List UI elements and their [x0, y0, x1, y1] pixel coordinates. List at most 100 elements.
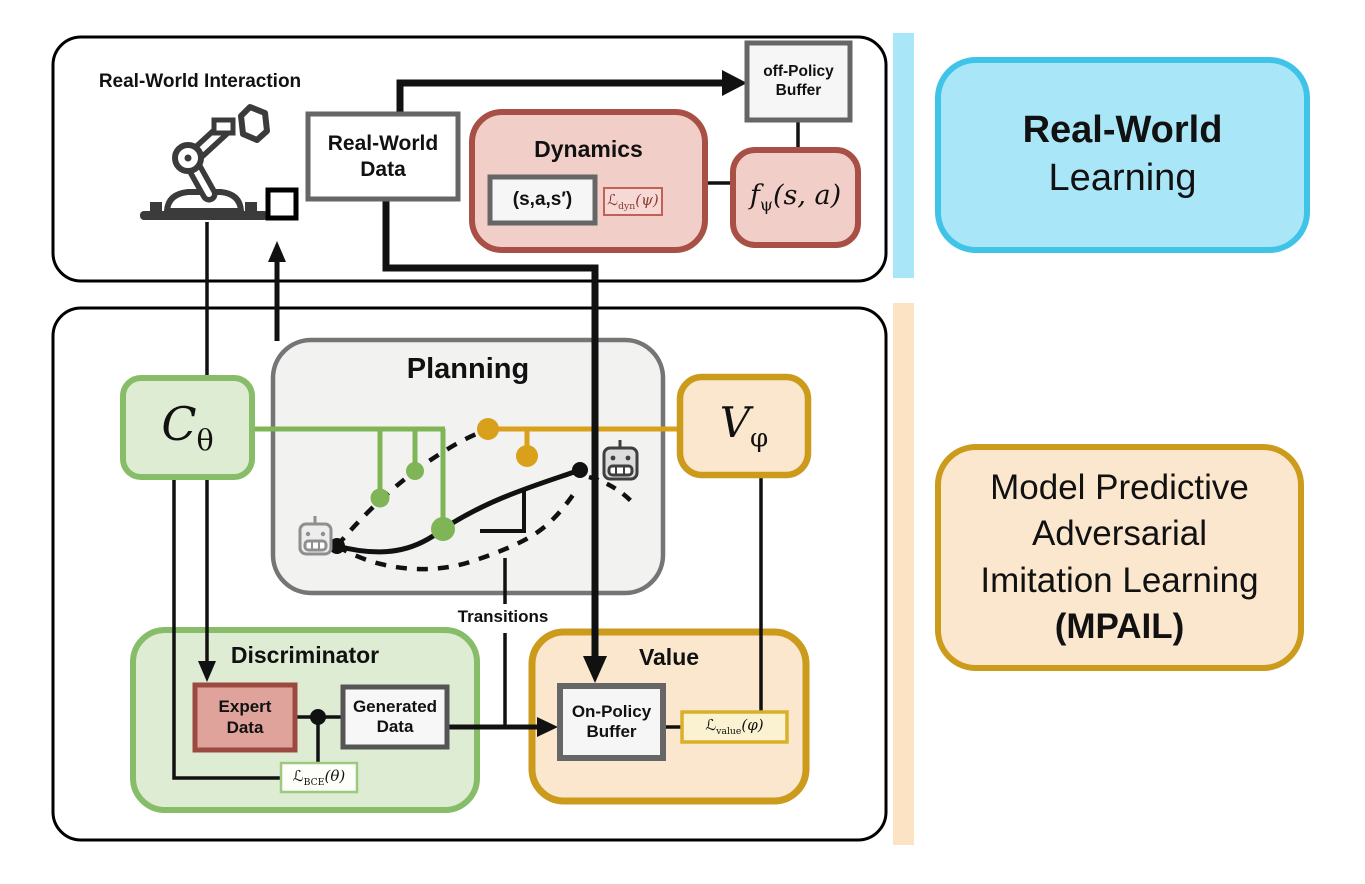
- real-world-learning-label: Real-World Learning: [938, 60, 1307, 250]
- cube-icon: [265, 187, 299, 221]
- off-policy-buffer-box: [744, 40, 853, 123]
- real-world-strip: [893, 33, 914, 278]
- mpail-line4: (MPAIL): [1054, 606, 1185, 646]
- mpail-line3: Imitation Learning: [980, 560, 1259, 600]
- bce-loss-math: ℒBCE(θ): [293, 767, 345, 788]
- value-line: [488, 426, 683, 448]
- cost-model-math: Cθ: [161, 397, 213, 458]
- transition-tuple-label: (s,a,s′): [512, 188, 573, 210]
- math-sub: BCE: [303, 776, 325, 788]
- mpail-label-box: [935, 444, 1304, 671]
- bce-loss-box: [279, 761, 359, 794]
- bce-loss-label: ℒBCE(θ): [281, 763, 357, 792]
- math-base: ℒ: [292, 766, 304, 785]
- value-model-box: [676, 373, 812, 479]
- on-policy-buffer-label: On-Policy Buffer: [560, 686, 663, 758]
- robot-arm-icon: [140, 104, 270, 220]
- mpail-label: Model Predictive Adversarial Imitation L…: [938, 447, 1301, 668]
- rwl-line2: Learning: [1048, 157, 1197, 199]
- math-base: ℒ: [705, 716, 717, 735]
- trajectory-end-dot: [572, 462, 588, 478]
- cost-to-bce-line: [172, 477, 281, 780]
- planning-trajectories: [252, 418, 683, 572]
- real-world-data-box: [305, 111, 461, 202]
- math-base: ℒ: [607, 190, 619, 209]
- planning-title: Planning: [406, 352, 530, 385]
- value-model-math: Vφ: [720, 398, 769, 455]
- dynamics-loss-label: ℒdyn(ψ): [604, 188, 662, 215]
- real-world-learning-box: [935, 57, 1310, 253]
- math-sub: ψ: [759, 194, 773, 215]
- buffer-left-arrowhead: [537, 717, 558, 737]
- math-args: (θ): [324, 766, 346, 785]
- right-angle-marker: [480, 490, 526, 533]
- on-policy-line2: Buffer: [586, 722, 637, 741]
- math-base: V: [719, 397, 751, 447]
- math-sub: value: [716, 726, 742, 738]
- value-loss-box: [680, 710, 789, 744]
- action-up-arrowhead: [268, 241, 286, 262]
- value-sample-dot: [516, 445, 538, 467]
- expert-line1: Expert: [218, 697, 272, 717]
- robot-head-icon: [298, 516, 333, 556]
- planning-box: [270, 337, 666, 596]
- off-policy-line1: off-Policy: [763, 62, 834, 80]
- value-loss-label: ℒvalue(φ): [682, 712, 787, 742]
- math-base: f: [749, 180, 760, 212]
- generated-data-box: [340, 684, 450, 750]
- rwd-to-onpolicy-line: [382, 199, 599, 656]
- dynamics-loss-box: [603, 187, 663, 216]
- value-title: Value: [638, 644, 700, 671]
- onpolicy-arrowhead: [583, 656, 607, 683]
- on-policy-buffer-box: [557, 683, 666, 761]
- real-world-data-line2: Data: [360, 157, 406, 181]
- real-world-data-line1: Real-World: [327, 132, 439, 156]
- value-loss-math: ℒvalue(φ): [705, 716, 763, 737]
- transitions-label: Transitions: [457, 606, 549, 626]
- generated-line2: Data: [376, 717, 414, 736]
- sampled-trajectory-lower: [335, 486, 580, 572]
- interaction-label: Real-World Interaction: [98, 70, 302, 92]
- mpail-line1: Model Predictive: [990, 468, 1249, 508]
- math-args: (ψ): [635, 190, 659, 209]
- robot-head-icon: [602, 440, 639, 481]
- mpail-strip: [893, 303, 914, 845]
- off-policy-buffer-label: off-Policy Buffer: [747, 43, 850, 120]
- math-sub: φ: [750, 423, 769, 454]
- expert-line2: Data: [226, 717, 264, 737]
- value-sample-dot: [477, 418, 499, 440]
- cost-model-box: [120, 375, 255, 480]
- math-args: (φ): [741, 716, 764, 735]
- cost-sample-dot: [431, 517, 455, 541]
- dynamics-model-math: fψ(s, a): [750, 180, 841, 214]
- discriminator-title: Discriminator: [230, 642, 380, 669]
- generated-line1: Generated: [352, 696, 438, 716]
- dynamics-model-box: [730, 147, 861, 248]
- mpail-line2: Adversarial: [1031, 514, 1208, 554]
- dynamics-title: Dynamics: [534, 136, 643, 163]
- offpolicy-arrowhead: [722, 70, 747, 96]
- expert-data-box: [192, 682, 298, 753]
- math-base: C: [161, 396, 197, 451]
- discriminator-box: [130, 627, 480, 813]
- cost-sample-dot: [370, 488, 390, 508]
- cost-model-label: Cθ: [123, 378, 252, 477]
- math-args: (s, a): [772, 180, 842, 212]
- cost-line: [252, 426, 446, 520]
- cost-sample-dot: [406, 462, 424, 480]
- dynamics-loss-math: ℒdyn(ψ): [607, 191, 658, 212]
- math-sub: dyn: [618, 200, 636, 212]
- on-policy-line1: On-Policy: [571, 701, 652, 721]
- rwd-to-offpolicy-line: [396, 79, 722, 116]
- off-policy-line2: Buffer: [775, 81, 822, 99]
- math-sub: θ: [196, 423, 214, 457]
- expert-data-label: Expert Data: [195, 685, 295, 750]
- rwl-line1: Real-World: [1022, 109, 1223, 152]
- dynamics-model-label: fψ(s, a): [733, 150, 858, 245]
- real-world-data-label: Real-World Data: [308, 114, 458, 199]
- trajectory-start-dot: [329, 538, 345, 554]
- value-model-label: Vφ: [680, 377, 808, 475]
- data-flow-lines: [382, 79, 722, 656]
